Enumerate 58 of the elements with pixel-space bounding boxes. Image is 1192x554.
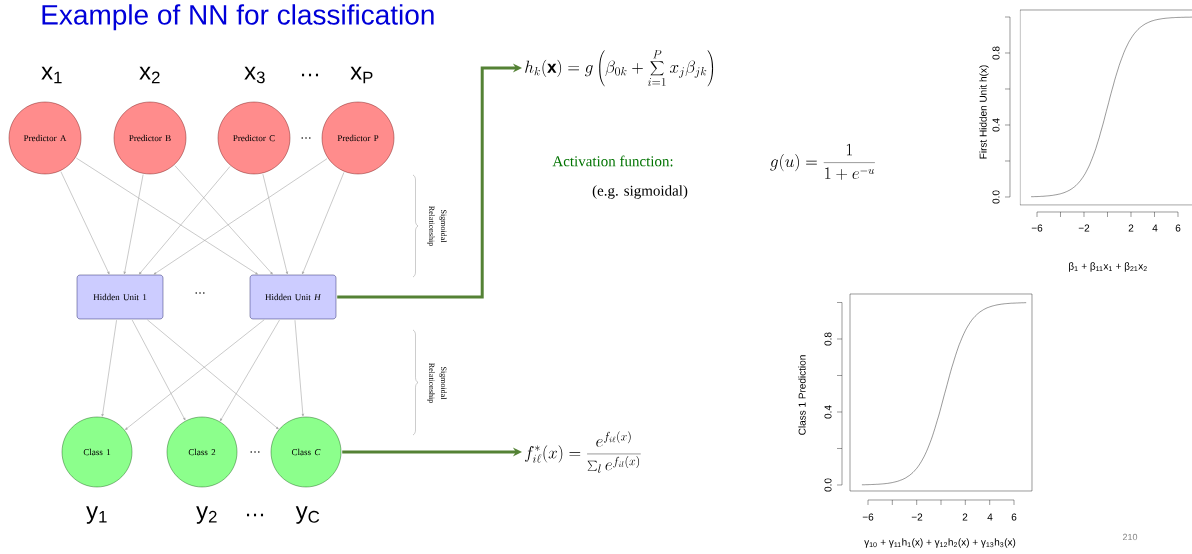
tick-label: −6 xyxy=(862,513,874,521)
axis-title: Class 1 Prediction xyxy=(798,355,806,435)
output-label: y$_{1}$ xyxy=(86,506,107,524)
side-note: Sigmoidal Relationship xyxy=(427,206,447,246)
arrow xyxy=(302,172,345,275)
axis-title: First Hidden Unit h(x) xyxy=(979,65,989,159)
ellipsis: … xyxy=(301,137,311,139)
ellipsis: … xyxy=(195,292,205,294)
arrow xyxy=(76,157,258,275)
arrow xyxy=(147,319,279,430)
tick-label: 0.4 xyxy=(992,118,1000,132)
arrow xyxy=(131,319,186,421)
tick-label: 6 xyxy=(1011,513,1017,521)
output-label: y$_{2}$ xyxy=(196,506,217,524)
tick-label: −6 xyxy=(1031,224,1043,232)
ellipsis: … xyxy=(302,73,319,77)
input-label: x$_{2}$ xyxy=(139,66,160,84)
output-label: y$_{C}$ xyxy=(295,506,320,524)
arrow xyxy=(60,171,110,275)
axis-title: γ$_{10}$ + γ$_{11}$h$_{1}$(x) + γ$_{12}$h$_{2}$(x) + γ$_{13}$h$_{3}$(x) xyxy=(864,538,1016,548)
formula: $f^{*}_{i\ell}(x) = \frac{e^{f_{i\ell}(x)}}{\sum_{l} e^{f_{il}(x)}}$ xyxy=(525,431,641,473)
tick-label: −2 xyxy=(911,513,923,521)
input-label: x$_{3}$ xyxy=(244,66,265,84)
tick-label: 0.8 xyxy=(992,46,1000,60)
arrow xyxy=(294,319,304,417)
axis-title: β$_{1}$ + β$_{11}$x$_{1}$ + β$_{21}$x$_{2}$ xyxy=(1069,262,1147,272)
tick-label: 0.0 xyxy=(824,478,832,492)
arrow xyxy=(153,158,328,275)
tick-label: 2 xyxy=(1128,224,1134,232)
caption: (e.g. sigmoidal) xyxy=(592,185,688,199)
tick-label: −2 xyxy=(1078,224,1090,232)
page-number: 210 xyxy=(1122,533,1138,541)
tick-label: 6 xyxy=(1175,224,1181,232)
arrow xyxy=(125,319,265,430)
tick-label: 4 xyxy=(1152,224,1158,232)
tick-label: 4 xyxy=(987,513,993,521)
tick-label: 0.4 xyxy=(824,405,832,419)
tick-label: 0.8 xyxy=(824,332,832,346)
tick-label: 0.0 xyxy=(992,190,1000,204)
tick-label: 2 xyxy=(962,513,968,521)
title: Example of NN for classification xyxy=(42,4,434,31)
input-label: x$_{P}$ xyxy=(350,66,373,84)
arrow xyxy=(123,174,144,275)
ellipsis: … xyxy=(250,451,260,453)
arrow xyxy=(101,319,117,417)
caption: Activation function: xyxy=(552,155,673,167)
arrow xyxy=(138,166,231,275)
arrow xyxy=(219,319,280,422)
arrow xyxy=(337,63,522,299)
hidden-unit-box: Hidden Unit 1 xyxy=(76,274,164,320)
side-note: Sigmoidal Relationship xyxy=(427,363,447,403)
arrow xyxy=(174,165,273,275)
formula: $g(u) = \frac{1}{1+e^{-u}}$ xyxy=(770,143,875,180)
hidden-unit-box: Hidden Unit H xyxy=(249,274,337,320)
formula: $h_k(\mathbf{x}) = g\left(\beta_{0k} + \sum_{i=1}^{P} x_j\beta_{jk}\right)$ xyxy=(525,50,714,87)
input-label: x$_{1}$ xyxy=(41,66,62,84)
arrow xyxy=(262,173,288,275)
ellipsis: … xyxy=(247,513,264,517)
